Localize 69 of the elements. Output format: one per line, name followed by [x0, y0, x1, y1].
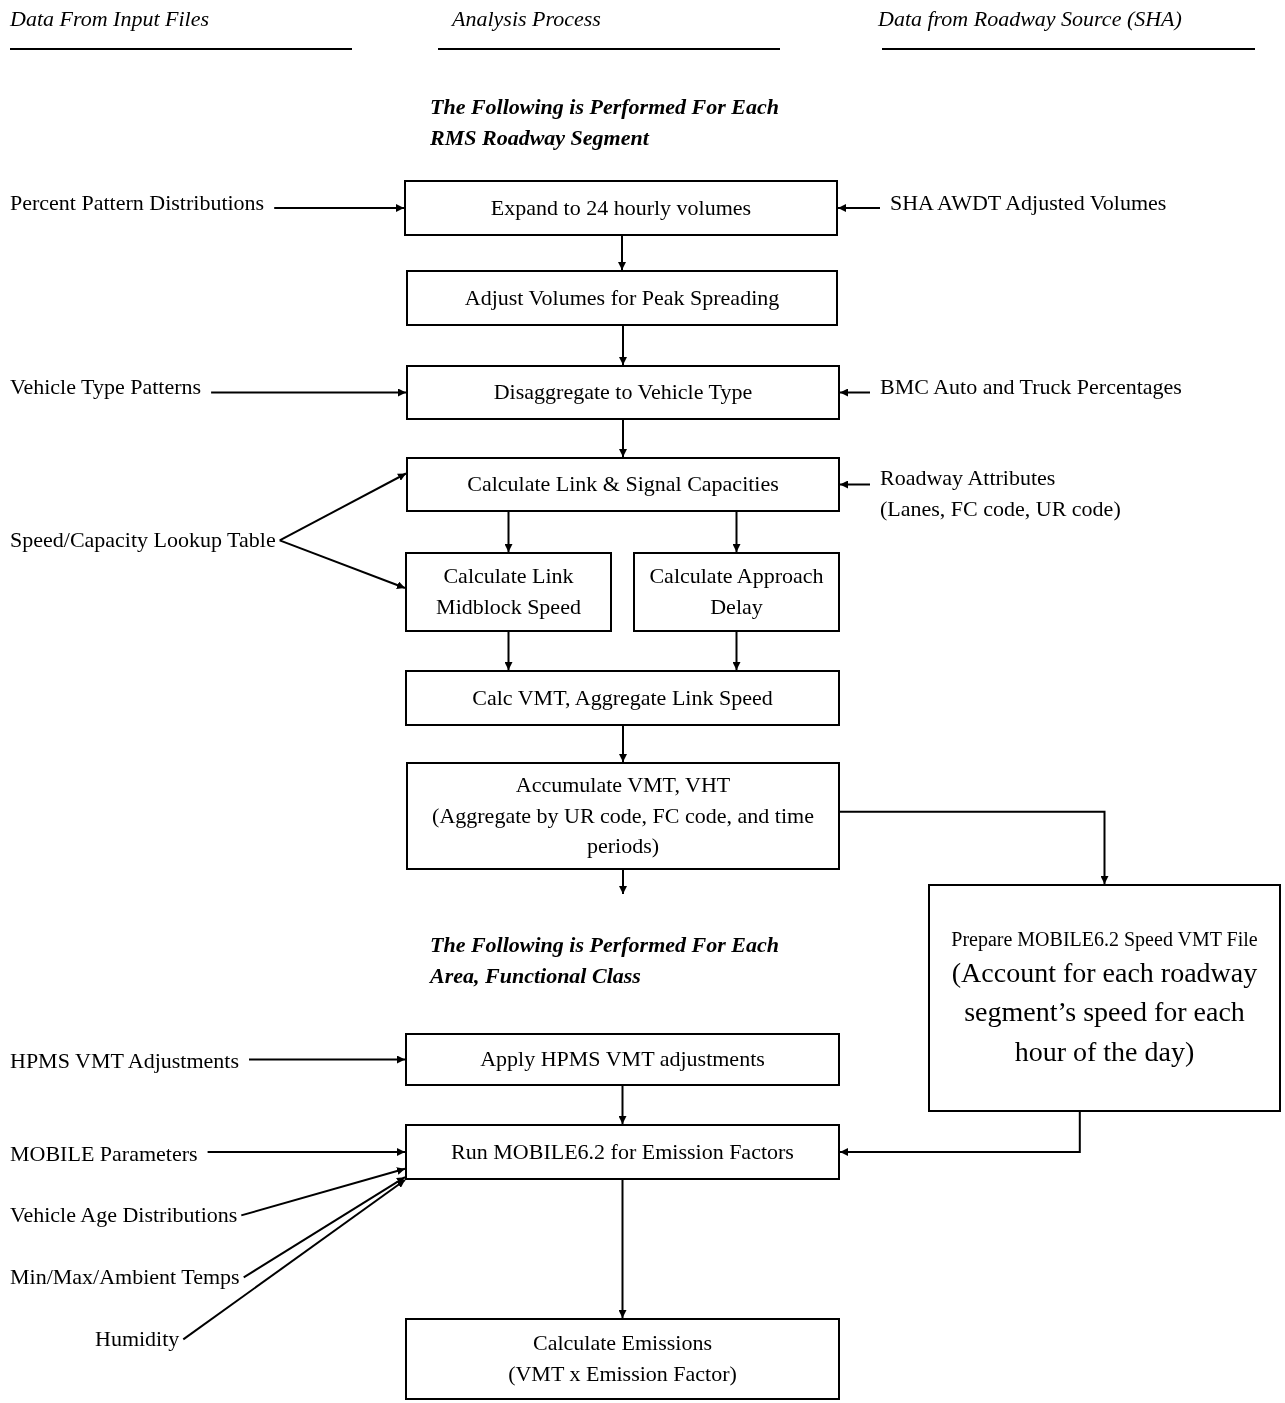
arrow: [619, 325, 627, 366]
box-text: Apply HPMS VMT adjustments: [480, 1045, 765, 1074]
arrow: [839, 480, 871, 489]
box-text: Calculate Link & Signal Capacities: [467, 470, 779, 499]
input-label: Percent Pattern Distributions: [10, 189, 265, 217]
input-label: Speed/Capacity Lookup Table: [10, 526, 276, 554]
process-box: [406, 270, 838, 326]
process-box: [405, 1318, 840, 1400]
box-text: (Account for each roadway segment’s speed for each hour of the day): [950, 956, 1259, 1069]
arrow: [732, 631, 741, 671]
box-text: Calc VMT, Aggregate Link Speed: [472, 683, 773, 712]
box-text: Adjust Volumes for Peak Spreading: [464, 283, 780, 312]
input-label: MOBILE Parameters: [10, 1140, 198, 1168]
input-label: SHA AWDT Adjusted Volumes: [890, 189, 1167, 217]
process-box: [406, 365, 840, 420]
input-label: Humidity: [95, 1325, 180, 1353]
process-box: [405, 1124, 840, 1180]
arrow: [839, 1111, 1081, 1156]
box-text: Expand to 24 hourly volumes: [490, 193, 752, 222]
arrow: [618, 1085, 627, 1125]
arrow: [206, 1148, 406, 1156]
box-text: Accumulate VMT, VHT: [515, 770, 731, 799]
arrow: [248, 1055, 406, 1064]
arrow: [278, 472, 407, 542]
box-text: Calculate Link Midblock Speed: [435, 562, 582, 621]
arrow: [504, 631, 513, 671]
arrow: [732, 511, 741, 553]
section-heading: The Following is Performed For Each Area, Functional Class: [430, 931, 780, 990]
input-label: HPMS VMT Adjustments: [10, 1047, 240, 1075]
input-label: BMC Auto and Truck Percentages: [880, 373, 1182, 401]
process-box: [406, 762, 840, 870]
arrow: [182, 1179, 406, 1341]
process-box: [405, 670, 840, 726]
box-text: Prepare MOBILE6.2 Speed VMT File: [951, 927, 1258, 953]
arrow: [273, 204, 405, 212]
column-heading: Analysis Process: [452, 6, 601, 32]
input-label: Roadway Attributes: [880, 464, 1056, 492]
box-text: Calculate Emissions: [533, 1329, 712, 1358]
input-label: Min/Max/Ambient Temps: [10, 1263, 240, 1291]
process-box: [633, 552, 840, 632]
arrow: [619, 869, 627, 895]
arrow: [839, 810, 1109, 885]
arrow: [242, 1176, 406, 1279]
column-heading: Data from Roadway Source (SHA): [878, 6, 1182, 32]
box-text: Run MOBILE6.2 for Emission Factors: [451, 1137, 794, 1166]
arrow: [619, 419, 627, 458]
box-text: (VMT x Emission Factor): [508, 1360, 737, 1388]
process-box: [404, 180, 838, 236]
process-box: [928, 884, 1281, 1112]
box-text: (Aggregate by UR code, FC code, and time periods): [431, 801, 815, 861]
arrow: [618, 235, 626, 271]
arrow: [504, 511, 513, 553]
arrow: [839, 388, 871, 397]
process-box: [405, 552, 612, 632]
arrow: [240, 1167, 406, 1217]
arrow: [278, 539, 406, 589]
input-label: Vehicle Type Patterns: [10, 373, 202, 401]
arrow: [619, 725, 627, 763]
process-box: [406, 457, 840, 512]
arrow: [618, 1179, 627, 1319]
arrow: [837, 204, 881, 212]
column-heading: Data From Input Files: [10, 6, 209, 32]
box-text: Disaggregate to Vehicle Type: [493, 378, 753, 407]
input-label: Vehicle Age Distributions: [10, 1201, 238, 1229]
process-box: [405, 1033, 840, 1086]
input-label: (Lanes, FC code, UR code): [880, 494, 1121, 523]
section-heading: The Following is Performed For Each RMS Roadway Segment: [430, 93, 780, 152]
box-text: Calculate Approach Delay: [648, 562, 825, 621]
arrow: [210, 388, 407, 397]
